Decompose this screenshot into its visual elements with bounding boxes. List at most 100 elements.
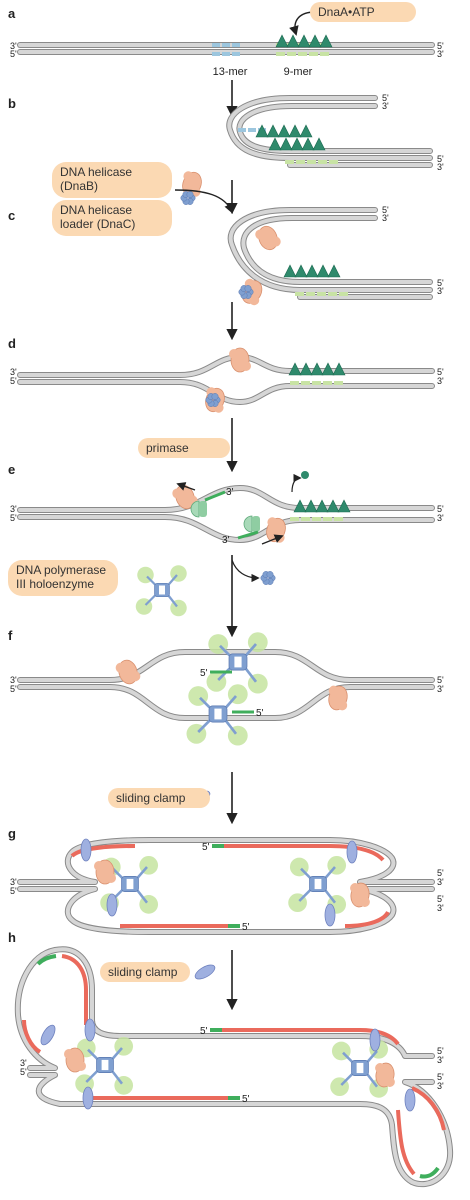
panel-b-end: 5' <box>382 93 389 103</box>
panel-letter-d: d <box>8 336 16 351</box>
panel-f-primer-end: 5' <box>200 668 208 679</box>
panel-g-clamp <box>106 893 118 917</box>
panel-c-strand-top <box>227 207 433 293</box>
panel-c-end: 3' <box>437 286 444 296</box>
panel-b-strand-top <box>226 95 433 161</box>
panel-f-end: 5' <box>10 684 17 694</box>
panel-e-9mer <box>301 517 310 521</box>
polymerase-core-gap <box>356 1062 364 1074</box>
primase-bubble: primase <box>138 438 230 458</box>
panel-g-bot <box>17 886 435 935</box>
panel-e-end: 5' <box>10 513 17 523</box>
loader-subunit <box>186 191 194 198</box>
panel-h-clamp <box>84 1018 96 1042</box>
panel-c-9mer <box>317 292 326 296</box>
panel-letter-h: h <box>8 930 16 945</box>
dnaA-monomer <box>283 264 297 278</box>
helicase-lobe <box>229 349 239 359</box>
panel-h-end: 5' <box>437 1072 444 1082</box>
panel-f-helicase <box>115 659 141 685</box>
dnaA-monomer <box>255 124 269 138</box>
dnaA-monomer <box>294 264 308 278</box>
primase-body <box>199 501 207 517</box>
helicase-lobe <box>94 861 104 871</box>
helicase-lobe <box>76 1061 86 1071</box>
released-dnaA <box>301 471 309 479</box>
helicase-lobe <box>106 873 116 883</box>
panel-h-helicase <box>64 1047 86 1073</box>
loader-release-arrow <box>231 559 260 583</box>
panel-b-strand-bot-fill <box>237 104 432 153</box>
panel-e-primer-end: 3' <box>222 535 230 546</box>
panel-g-helicase <box>94 859 116 885</box>
panel-a-9mer <box>298 52 307 56</box>
helicase-lobe <box>270 236 281 247</box>
panel-h-new-dna <box>61 954 88 1025</box>
helicase-direction-arrow <box>261 534 284 545</box>
dnaA-monomer <box>327 264 341 278</box>
dnaA-monomer <box>288 362 302 376</box>
panel-f-top <box>17 649 435 683</box>
panel-a-9mer <box>287 52 296 56</box>
panel-h-primer-end: 5' <box>242 1094 250 1105</box>
panel-g-end: 3' <box>437 877 444 887</box>
panel-b-9mer <box>307 160 316 164</box>
panel-g-helicase <box>350 882 370 908</box>
panel-d-end: 3' <box>437 376 444 386</box>
dnaA-atp-bubble-line: DnaA•ATP <box>318 5 375 19</box>
panel-c-9mer <box>328 292 337 296</box>
panel-c-loader <box>238 285 254 299</box>
panel-d-9mer <box>312 381 321 385</box>
panel-c-strand-bot-fill <box>241 216 432 284</box>
panel-h-new-dna <box>22 1019 42 1054</box>
dnaA-monomer <box>301 137 315 151</box>
panel-e-end: 5' <box>437 504 444 514</box>
panel-c-dnaA <box>283 264 341 278</box>
panel-a-9mer <box>320 52 329 56</box>
panel-g-end: 5' <box>437 868 444 878</box>
clamp-ring <box>40 1024 56 1046</box>
primase-body <box>190 500 200 518</box>
polymerase-core-gap <box>126 878 134 890</box>
clamp-ring <box>84 1018 96 1042</box>
panel-h-helicase <box>375 1062 395 1088</box>
loader-subunit <box>266 571 274 578</box>
loader-subunit <box>211 393 219 400</box>
panel-d-9mer <box>323 381 332 385</box>
panel-h-clamp <box>404 1088 416 1112</box>
panel-h-primer-end: 5' <box>200 1026 208 1037</box>
panel-f-top-outline <box>17 649 435 683</box>
panel-d-end: 5' <box>437 367 444 377</box>
dnaA-monomer <box>319 34 333 48</box>
panel-a-13mer <box>232 52 240 56</box>
dnaA-monomer <box>286 34 300 48</box>
panel-letter-a: a <box>8 6 16 21</box>
panel-h-top <box>14 946 435 1071</box>
panel-b-end: 3' <box>382 101 389 111</box>
panel-f-bot <box>17 684 435 721</box>
dnaA-monomer <box>316 264 330 278</box>
panel-g-bot-fill <box>18 887 434 934</box>
panel-f-polIII <box>186 684 248 746</box>
panel-c-strand-top-fill <box>228 208 432 292</box>
panel-d-end: 5' <box>10 376 17 386</box>
panel-e-9mer <box>290 517 299 521</box>
panel-e-polIII-free <box>135 565 187 617</box>
released-loader <box>260 571 276 585</box>
dnaA-monomer <box>279 137 293 151</box>
panel-b-13mer <box>238 128 246 132</box>
dnaA-monomer <box>308 34 322 48</box>
helicase-lobe <box>183 171 194 182</box>
helicase-lobe <box>384 1076 395 1087</box>
panel-f-helicase <box>328 685 348 711</box>
panel-f-end: 3' <box>10 675 17 685</box>
panel-f-end: 5' <box>437 675 444 685</box>
dnaA-monomer <box>290 137 304 151</box>
helicase-lobe <box>350 883 361 894</box>
helicase-bubble-line: (DnaB) <box>60 179 99 193</box>
panel-f-polIII <box>206 632 268 694</box>
panel-a-end-left: 3' <box>10 41 17 51</box>
panel-g-clamp <box>346 840 358 864</box>
dnaA-monomer <box>332 362 346 376</box>
helicase-lobe <box>375 1063 386 1074</box>
